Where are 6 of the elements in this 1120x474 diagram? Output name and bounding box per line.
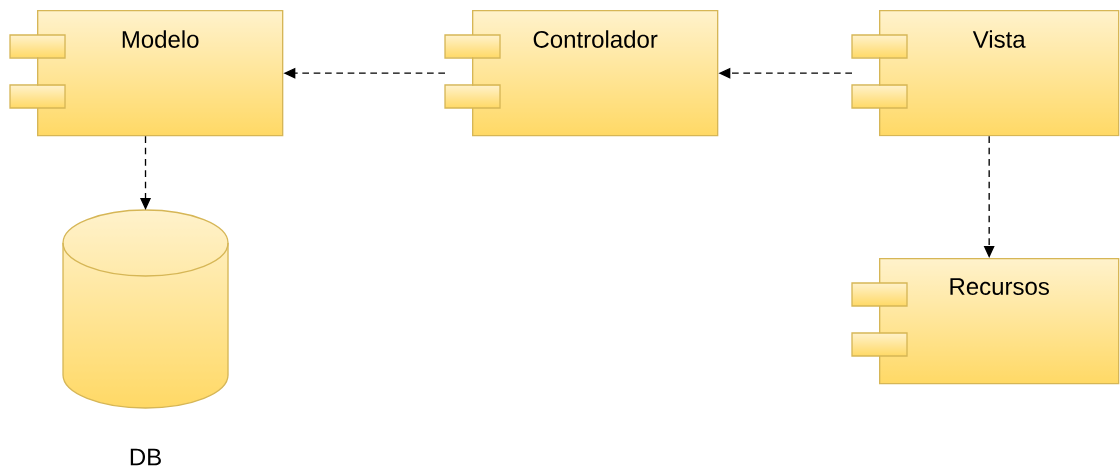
component-box: Controlador (444, 10, 719, 137)
database-cylinder (62, 209, 229, 409)
component-box: Recursos (851, 258, 1120, 385)
component-box: Modelo (9, 10, 284, 137)
component-box: Vista (851, 10, 1120, 137)
node-label: DB (130, 448, 161, 466)
